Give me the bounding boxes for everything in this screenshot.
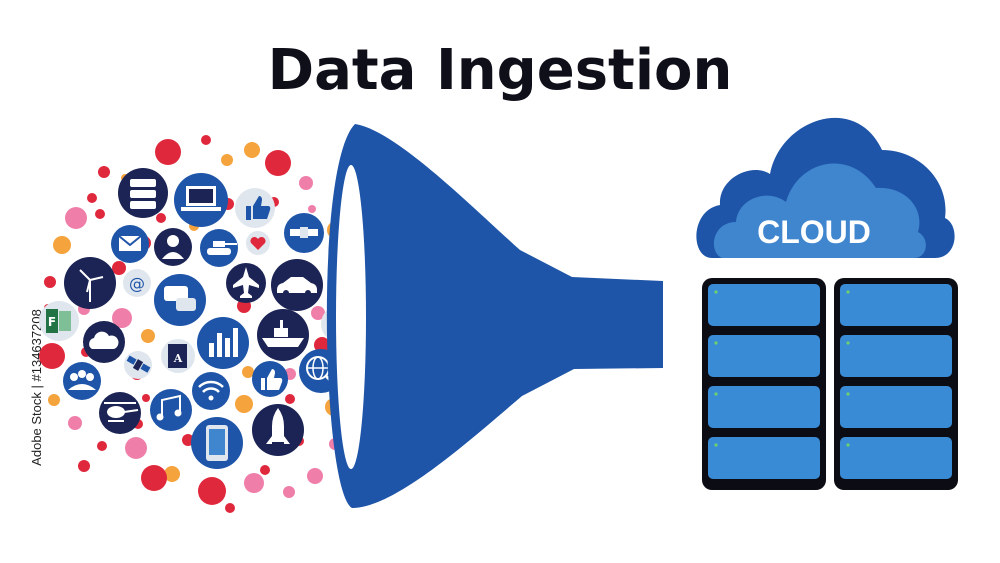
cloud-shape: CLOUD <box>696 117 955 258</box>
car-icon <box>271 259 323 311</box>
chat-icon <box>154 274 206 326</box>
thumbs-up-icon <box>235 188 275 228</box>
laptop-icon <box>174 173 228 227</box>
svg-text:A: A <box>173 352 183 365</box>
at-sign-icon: @ <box>123 269 151 297</box>
spreadsheet-icon: F <box>39 301 79 341</box>
bar-chart-icon <box>197 317 249 369</box>
server-rack-left <box>702 278 826 490</box>
person-icon <box>154 228 192 266</box>
server-rack-right <box>834 278 958 490</box>
fighter-jet-icon <box>226 263 266 303</box>
svg-text:F: F <box>48 315 56 329</box>
cloud-label: CLOUD <box>757 214 871 250</box>
database-icon <box>118 168 168 218</box>
mail-icon <box>111 225 149 263</box>
wifi-icon <box>192 372 230 410</box>
like-icon <box>252 361 288 397</box>
music-icon <box>150 389 192 431</box>
satellite-icon <box>284 213 324 253</box>
ship-icon <box>257 309 309 361</box>
funnel-shape <box>326 124 663 508</box>
scattered-dots <box>39 135 345 513</box>
svg-text:@: @ <box>129 274 145 293</box>
wind-turbine-icon <box>64 257 116 309</box>
book-icon: A <box>161 339 195 373</box>
page-title: Data Ingestion <box>267 38 733 103</box>
rocket-icon <box>252 404 304 456</box>
satellite-small-icon <box>124 351 152 379</box>
cloud-icon <box>83 321 125 363</box>
phone-icon <box>191 417 243 469</box>
heart-icon <box>246 231 270 255</box>
tank-icon <box>200 229 238 267</box>
group-icon <box>63 362 101 400</box>
helicopter-icon <box>99 392 141 434</box>
